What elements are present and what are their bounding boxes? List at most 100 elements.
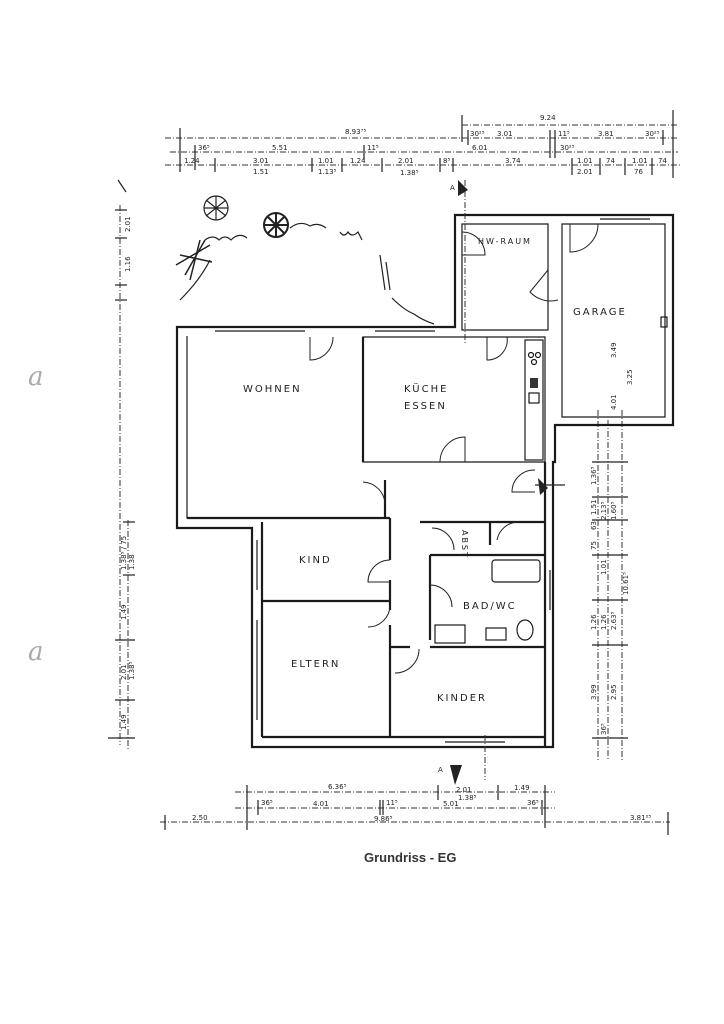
dim-label: 2.01 (120, 664, 128, 680)
kitchen-counter (524, 339, 544, 461)
section-markers: A A (438, 180, 565, 785)
dim-label: 74 (658, 157, 667, 165)
bottom-dimension-labels: 6.36⁵ 2.01 1.49 36⁵ 4.01 11⁵ 5.01 1.38⁵ … (192, 783, 651, 823)
margin-handwritten-mark: a (28, 362, 44, 392)
door (496, 521, 520, 541)
dim-label: 2.01 (577, 168, 593, 176)
garage-window (660, 316, 668, 328)
dim-label: 9.24 (540, 114, 556, 122)
doors (309, 223, 599, 674)
dim-label: 1.38⁵ (400, 169, 419, 177)
dim-label: 2.63⁵ (610, 611, 618, 630)
dim-label: 1.38 (128, 554, 136, 570)
kitchen-walls (362, 336, 546, 463)
washbasin-icon (485, 627, 507, 641)
dim-label: 1.60⁵ (610, 501, 618, 520)
dim-label: 1.13⁵ (318, 168, 337, 176)
dim-label: 75 (590, 541, 598, 550)
dim-label: 6.01 (472, 144, 488, 152)
room-label-hw-raum: HW-RAUM (478, 237, 532, 246)
dim-label: 3.81 (598, 130, 614, 138)
door (439, 436, 466, 463)
cabinet-icon (434, 624, 466, 644)
shrub-icon (175, 239, 213, 281)
dim-label: 6.36⁵ (328, 783, 347, 791)
dim-label: 1.01 (600, 559, 608, 575)
dim-label: 1.01 (577, 157, 593, 165)
margin-tick (117, 179, 127, 193)
dim-label: 3.74 (505, 157, 521, 165)
toilet-icon (516, 619, 534, 641)
dim-label: 1.49 (120, 604, 128, 620)
door (529, 269, 559, 302)
section-label-top: A (450, 184, 455, 192)
door (431, 527, 455, 551)
section-arrow-icon (538, 478, 548, 495)
dim-label: 1.01 (632, 157, 648, 165)
bathtub-icon (491, 559, 541, 583)
dim-label: 2.95 (610, 684, 618, 700)
dim-label: 4.01 (313, 800, 329, 808)
top-dimension-labels: 9.24 8.93⁷⁵ 30²⁵ 3.01 11⁵ 3.81 30²⁵ 36⁵ … (184, 114, 667, 177)
dim-label: 30²⁵ (645, 130, 660, 138)
room-label-garage: GARAGE (573, 307, 627, 318)
door (367, 559, 391, 583)
dim-label: 11⁵ (367, 144, 379, 152)
bottom-dimension-lines (160, 785, 670, 835)
stove-icon (527, 351, 535, 359)
door (367, 604, 391, 628)
dim-label: 63 (590, 521, 598, 530)
door (362, 481, 386, 506)
dim-label: 3.49 (610, 342, 618, 358)
dim-label: 76 (634, 168, 643, 176)
dim-label: 1.01 (318, 157, 334, 165)
left-dimension-labels: 2.01 1.16 1.38⁵ / 75 1.38 1.49 2.01 1.38… (120, 216, 136, 730)
dim-label: 11⁵ (386, 799, 398, 807)
hw-raum-walls (461, 223, 549, 331)
dim-label: 36⁵ (527, 799, 539, 807)
dim-label: 1.26 (600, 614, 608, 630)
dim-label: 1.26 (590, 614, 598, 630)
sink-icon (528, 392, 540, 404)
dim-label: 74 (606, 157, 615, 165)
door (309, 336, 334, 361)
dim-label: 30²⁵ (470, 130, 485, 138)
dim-label: 1.51 (590, 499, 598, 515)
top-dimension-lines (165, 110, 680, 178)
section-label-bottom: A (438, 766, 443, 774)
room-labels: WOHNEN KÜCHE ESSEN HW-RAUM GARAGE KIND A… (243, 237, 627, 704)
room-label-wohnen: WOHNEN (243, 384, 302, 395)
left-dimension-lines (108, 205, 135, 750)
room-label-eltern: ELTERN (291, 659, 340, 670)
building-walls (175, 213, 675, 749)
dim-label: 3.81²⁵ (630, 814, 651, 822)
door (461, 231, 486, 256)
dim-label: 2.01 (124, 216, 132, 232)
door (511, 469, 536, 493)
plan-caption: Grundriss - EG (364, 850, 456, 865)
door (569, 223, 599, 253)
dim-label: 11⁵ (558, 130, 570, 138)
dim-label: 36⁵ (600, 723, 608, 735)
dim-label: 5.51 (272, 144, 288, 152)
dim-label: 9.86⁵ (374, 815, 393, 823)
dim-label: 3.01 (497, 130, 513, 138)
dim-label: 30²⁵ (560, 144, 575, 152)
room-label-bad: BAD/WC (463, 601, 517, 612)
room-label-kind: KIND (299, 555, 332, 566)
dim-label: 2.01 (398, 157, 414, 165)
dim-label: 3.25 (626, 369, 634, 385)
dim-label: 10.61⁵ (622, 572, 630, 595)
dim-label: 1.36⁵ (590, 466, 598, 485)
section-arrow-icon (458, 180, 468, 196)
room-label-kueche: KÜCHE (404, 382, 448, 395)
dim-label: 36⁵ (261, 799, 273, 807)
margin-handwritten-mark: a (28, 637, 44, 667)
oven-icon (530, 378, 538, 388)
door (394, 648, 420, 674)
dim-label: 1.38⁵ (458, 794, 477, 802)
section-arrow-icon (450, 765, 462, 785)
right-dimension-labels: 1.36⁵ 1.51 2.13⁵ 1.60⁵ 63 75 1.01 1.26 1… (590, 342, 634, 735)
dim-label: 1.16 (124, 256, 132, 272)
